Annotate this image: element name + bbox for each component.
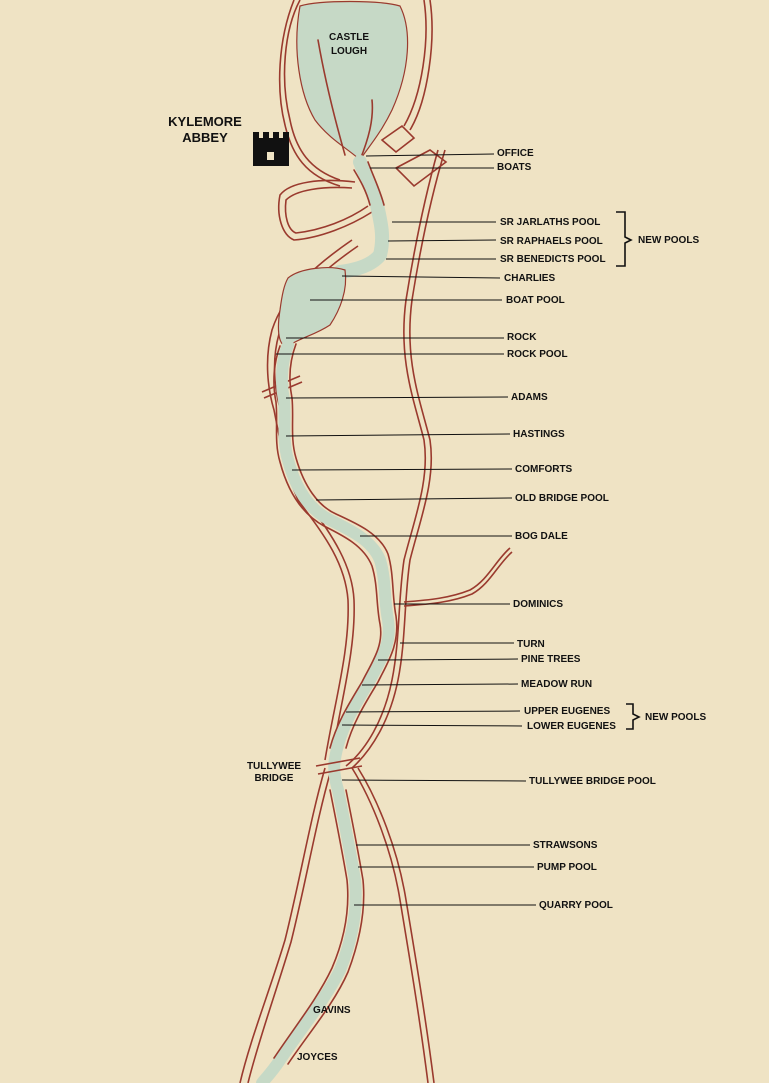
label-castle-lough-2: LOUGH (331, 46, 367, 57)
river-label-gavins: GAVINS (313, 1005, 351, 1016)
castle-lough (296, 0, 409, 161)
pool-label-sr-raphaels: SR RAPHAELS POOL (500, 236, 603, 247)
pool-label-sr-jarlaths: SR JARLATHS POOL (500, 217, 600, 228)
pool-label-dominics: DOMINICS (513, 599, 563, 610)
pool-label-pump-pool: PUMP POOL (537, 862, 597, 873)
river (256, 155, 398, 1083)
label-kylemore-2: ABBEY (182, 130, 228, 145)
pool-label-strawsons: STRAWSONS (533, 840, 598, 851)
new-pools-bracket-lower: NEW POOLS (626, 703, 706, 730)
pool-label-hastings: HASTINGS (513, 429, 565, 440)
boat-pool-lake (277, 267, 347, 347)
new-pools-bracket-upper: NEW POOLS (616, 211, 699, 267)
label-new-pools-upper: NEW POOLS (638, 235, 699, 246)
pool-label-rock: ROCK (507, 332, 537, 343)
pool-label-lower-eugenes: LOWER EUGENES (527, 721, 616, 732)
pool-label-office: OFFICE (497, 148, 534, 159)
pool-label-comforts: COMFORTS (515, 464, 573, 475)
pool-label-turn: TURN (517, 639, 545, 650)
label-new-pools-lower: NEW POOLS (645, 712, 706, 723)
label-kylemore-1: KYLEMORE (168, 114, 242, 129)
pool-label-meadow-run: MEADOW RUN (521, 679, 592, 690)
pool-label-adams: ADAMS (511, 392, 548, 403)
label-tullywee-2: BRIDGE (255, 773, 294, 784)
pool-label-old-bridge: OLD BRIDGE POOL (515, 493, 609, 504)
pool-label-boat-pool: BOAT POOL (506, 295, 565, 306)
pool-label-charlies: CHARLIES (504, 273, 555, 284)
label-tullywee-1: TULLYWEE (247, 761, 301, 772)
pool-label-boats: BOATS (497, 162, 532, 173)
leader-lines (276, 153, 536, 906)
pool-label-bog-dale: BOG DALE (515, 531, 568, 542)
pool-label-sr-benedicts: SR BENEDICTS POOL (500, 254, 606, 265)
river-label-joyces: JOYCES (297, 1052, 338, 1063)
castle-icon (253, 132, 289, 166)
pool-label-rock-pool: ROCK POOL (507, 349, 568, 360)
pool-label-quarry-pool: QUARRY POOL (539, 900, 613, 911)
label-castle-lough-1: CASTLE (329, 32, 369, 43)
pool-label-tullywee-bridge-pool: TULLYWEE BRIDGE POOL (529, 776, 656, 787)
pool-labels: OFFICE BOATS SR JARLATHS POOL SR RAPHAEL… (497, 148, 656, 911)
pool-label-pine-trees: PINE TREES (521, 654, 581, 665)
pool-label-upper-eugenes: UPPER EUGENES (524, 706, 610, 717)
